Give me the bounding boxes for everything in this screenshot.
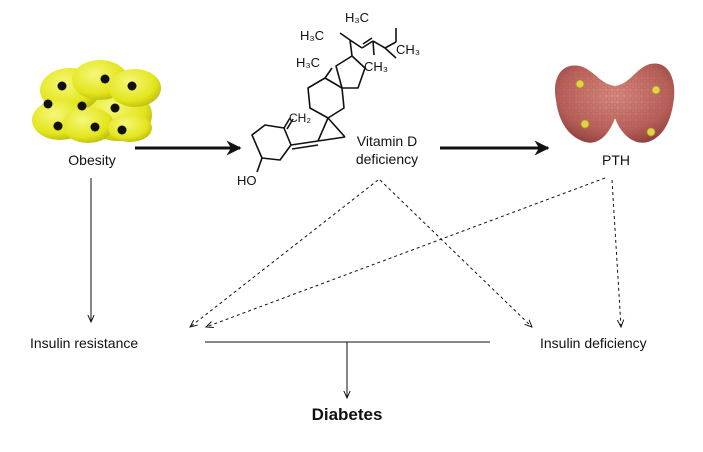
molecule-label-ch3-right: CH₃ [396,42,421,57]
molecule-label-h3c-top: H₃C [345,10,370,25]
arrow-vitamin-d-to-insulin-resistance [190,179,379,327]
diabetes-label: Diabetes [311,405,383,424]
vitamin-d-label-line1: Vitamin D [356,133,418,149]
pth-label: PTH [602,152,630,168]
molecule-label-ch3-lower: CH₃ [364,59,389,74]
arrow-pth-to-insulin-deficiency [611,179,621,327]
molecule-label-ho: HO [237,173,257,188]
obesity-label: Obesity [68,152,116,168]
insulin-resistance-label: Insulin resistance [30,335,139,351]
molecule-label-h3c-upper-left: H₃C [300,28,325,43]
vitamin-d-label-line2: deficiency [355,151,419,167]
molecule-label-h3c-left: H₃C [296,55,321,70]
vitamin-d-molecule-icon [251,28,397,173]
dashed-arrows [190,177,621,327]
insulin-deficiency-label: Insulin deficiency [540,335,647,351]
fat-cells-icon [32,60,161,143]
molecule-label-ch2: CH₂ [289,111,311,125]
arrow-vitamin-d-to-insulin-deficiency [379,179,532,327]
parathyroid-gland-icon [555,63,675,143]
arrow-pth-to-insulin-resistance [206,177,606,327]
